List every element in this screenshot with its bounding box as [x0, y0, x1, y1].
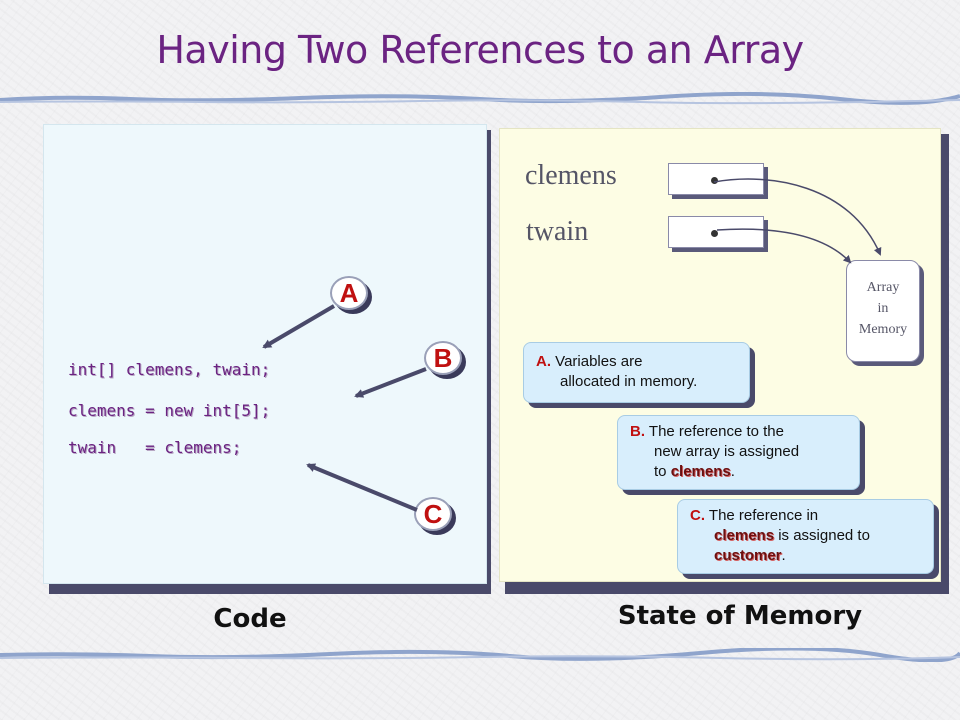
note-b-line-2: new array is assigned	[654, 443, 800, 460]
reference-box-clemens	[668, 163, 768, 199]
marker-a-arrow	[262, 304, 336, 349]
note-a-line-1: Variables are	[555, 353, 643, 370]
memory-caption: State of Memory	[617, 601, 863, 631]
marker-c: C	[414, 497, 458, 537]
variable-label-twain: twain	[526, 216, 589, 247]
array-label-line-1: Array	[866, 280, 900, 295]
marker-a: A	[330, 276, 374, 316]
array-in-memory-box: Array in Memory	[846, 260, 924, 366]
reference-dot-icon	[711, 230, 718, 237]
code-line-declare: int[] clemens, twain;	[68, 360, 271, 379]
decorative-rule-bottom	[0, 648, 960, 662]
code-line-new-array: clemens = new int[5];	[68, 401, 271, 420]
note-b-variable-clemens: clemens	[670, 463, 731, 480]
note-b-line-1: The reference to the	[648, 423, 784, 440]
note-b-line-3-suffix: .	[730, 463, 735, 480]
note-c-variable-clemens: clemens	[714, 527, 775, 544]
code-line-assign: twain = clemens;	[68, 438, 242, 457]
note-c-line-2-suffix: is assigned to	[778, 527, 870, 544]
note-c: C. The reference in clemens is assigned …	[677, 499, 939, 579]
twain-reference-arrow	[716, 228, 852, 264]
marker-c-arrow	[306, 463, 418, 512]
array-label-line-3: Memory	[858, 322, 908, 337]
reference-dot-icon	[711, 177, 718, 184]
decorative-rule-top	[0, 92, 960, 105]
marker-b-arrow	[354, 367, 427, 398]
note-a-line-2: allocated in memory.	[560, 373, 698, 390]
note-c-label: C.	[690, 507, 705, 524]
note-c-line-3-suffix: .	[781, 547, 786, 564]
variable-label-clemens: clemens	[525, 160, 617, 191]
slide-title: Having Two References to an Array	[156, 28, 804, 72]
note-b-label: B.	[630, 423, 645, 440]
note-a: A. Variables are allocated in memory.	[523, 342, 755, 408]
note-a-label: A.	[536, 353, 551, 370]
note-b-line-3-prefix: to	[654, 463, 667, 480]
note-c-line-1: The reference in	[708, 507, 819, 524]
note-b: B. The reference to the new array is ass…	[617, 415, 865, 495]
clemens-reference-arrow	[713, 178, 882, 256]
marker-b: B	[424, 341, 468, 381]
note-c-variable-customer: customer	[714, 547, 782, 564]
array-label-line-2: in	[877, 301, 889, 316]
reference-box-twain	[668, 216, 768, 252]
code-caption: Code	[213, 604, 287, 634]
